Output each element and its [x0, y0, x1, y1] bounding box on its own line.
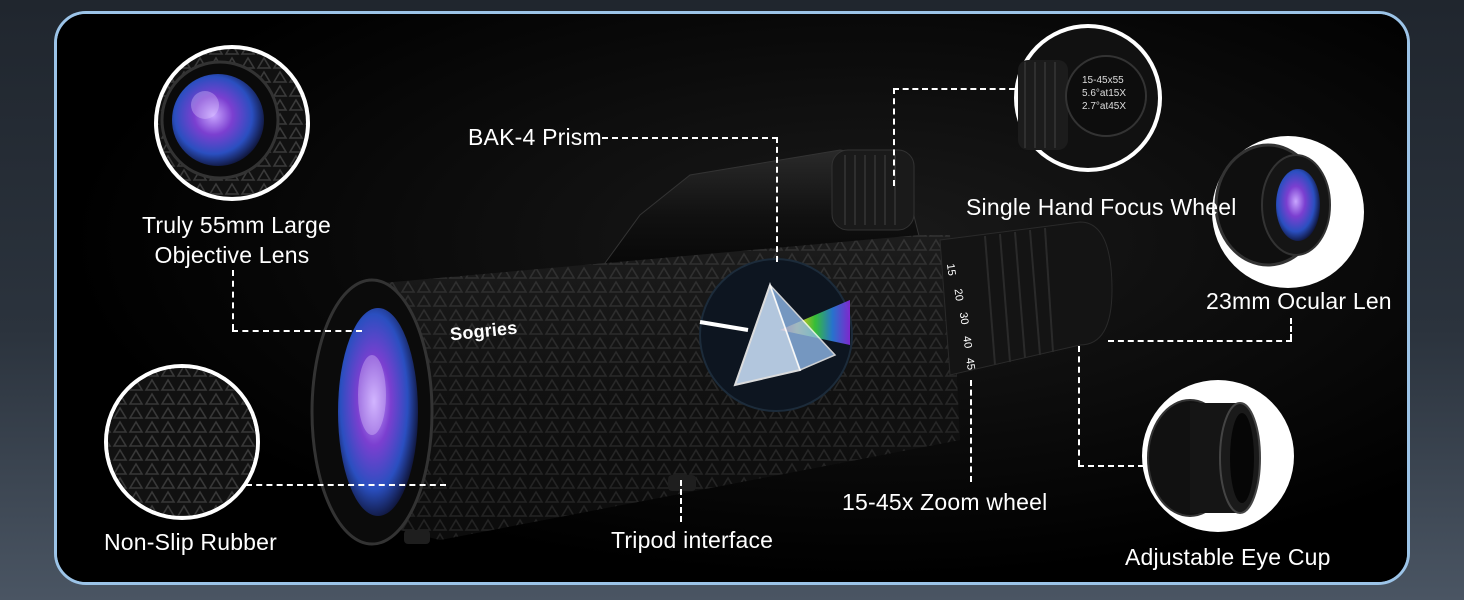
leader-ocular-h: [1108, 340, 1292, 342]
focus-wheel-specs: 15-45x55 5.6°at15X 2.7°at45X: [1082, 74, 1126, 113]
leader-eyecup-h: [1078, 465, 1144, 467]
leader-objective-h: [232, 330, 362, 332]
label-focus: Single Hand Focus Wheel: [966, 194, 1237, 220]
leader-zoom-v: [970, 380, 972, 482]
label-rubber: Non-Slip Rubber: [104, 529, 278, 555]
label-objective: Truly 55mm Large Objective Lens: [142, 210, 331, 270]
leader-eyecup-v: [1078, 346, 1080, 466]
tripod-foot: [668, 475, 696, 491]
leader-rubber-h: [246, 484, 446, 486]
zoom-scale-30: 30: [956, 311, 971, 326]
spec-line-1: 15-45x55: [1082, 75, 1124, 86]
leader-focus-v: [893, 88, 895, 186]
eyepiece-section: [939, 221, 1113, 376]
leader-tripod-v: [680, 480, 682, 522]
label-objective-line1: Truly 55mm Large: [142, 212, 331, 238]
zoom-scale-15: 15: [943, 262, 958, 277]
label-tripod: Tripod interface: [611, 527, 774, 553]
label-eyecup: Adjustable Eye Cup: [1125, 544, 1331, 570]
leader-prism-h: [602, 137, 778, 139]
spec-line-2: 5.6°at15X: [1082, 88, 1127, 99]
zoom-scale-20: 20: [951, 288, 966, 302]
label-ocular: 23mm Ocular Len: [1206, 288, 1392, 314]
zoom-scale-40: 40: [960, 335, 974, 350]
leader-focus-h: [893, 88, 1015, 90]
zoom-scale-45: 45: [963, 357, 977, 371]
label-prism: BAK-4 Prism: [468, 124, 602, 150]
label-zoom: 15-45x Zoom wheel: [842, 489, 1048, 515]
leader-ocular-v: [1290, 318, 1292, 340]
label-objective-line2: Objective Lens: [154, 242, 310, 268]
objective-lens-glass: [338, 308, 418, 516]
leader-objective-v: [232, 270, 234, 330]
spec-line-3: 2.7°at45X: [1082, 101, 1127, 112]
leader-prism-v: [776, 137, 778, 262]
